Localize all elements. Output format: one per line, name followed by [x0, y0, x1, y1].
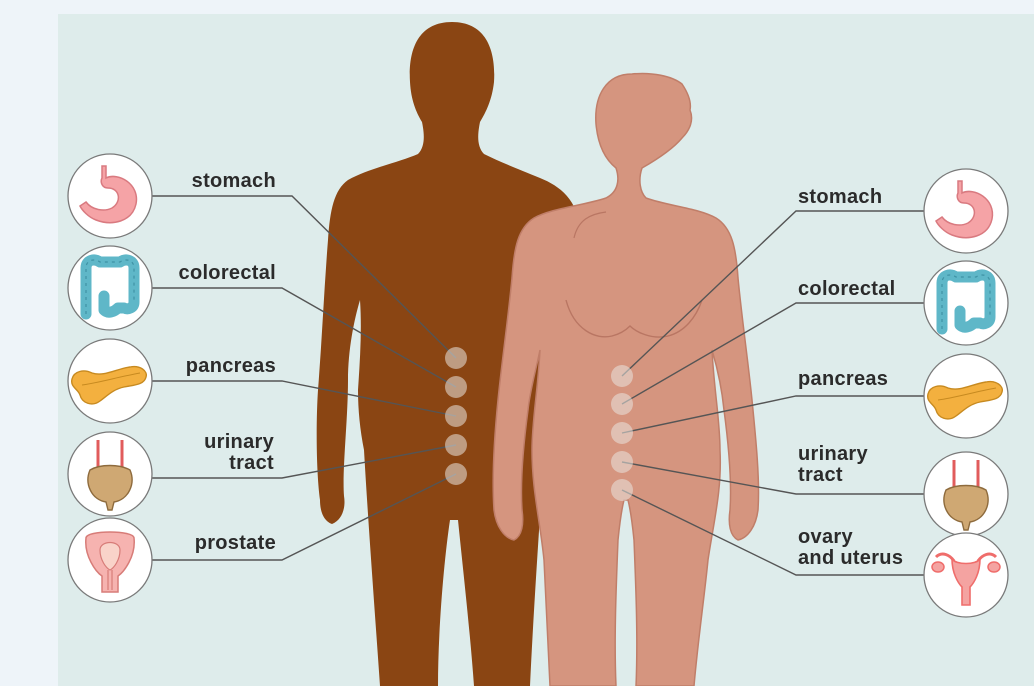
stomach-icon [924, 169, 1008, 253]
prostate-icon [68, 518, 152, 602]
uterus-icon [924, 533, 1008, 617]
colon-icon [924, 261, 1008, 345]
female-label-pancreas: pancreas [798, 368, 888, 390]
female-marker-stomach [611, 365, 633, 387]
female-label-urinary-line1: urinary [798, 443, 868, 465]
female-label-stomach: stomach [798, 186, 882, 208]
male-label-prostate: prostate [195, 532, 276, 554]
male-label-urinary-line2: tract [229, 452, 274, 474]
female-label-urinary-line2: tract [798, 464, 843, 486]
female-label-ovary-line1: ovary [798, 526, 853, 548]
female-marker-urinary [611, 451, 633, 473]
female-marker-pancreas [611, 422, 633, 444]
male-label-pancreas: pancreas [186, 355, 276, 377]
male-marker-colorectal [445, 376, 467, 398]
bladder-icon [68, 432, 152, 516]
pancreas-icon [924, 354, 1008, 438]
male-marker-stomach [445, 347, 467, 369]
female-marker-colorectal [611, 393, 633, 415]
male-label-colorectal: colorectal [179, 262, 276, 284]
pancreas-icon [68, 339, 152, 423]
male-label-urinary-line1: urinary [204, 431, 274, 453]
male-marker-urinary [445, 434, 467, 456]
bladder-icon [924, 452, 1008, 536]
female-marker-ovary [611, 479, 633, 501]
female-label-colorectal: colorectal [798, 278, 895, 300]
male-label-stomach: stomach [192, 170, 276, 192]
stomach-icon [68, 154, 152, 238]
female-icons [924, 169, 1008, 617]
male-icons [68, 154, 152, 602]
female-label-ovary-line2: and uterus [798, 547, 903, 569]
male-marker-pancreas [445, 405, 467, 427]
male-marker-prostate [445, 463, 467, 485]
colon-icon [68, 246, 152, 330]
